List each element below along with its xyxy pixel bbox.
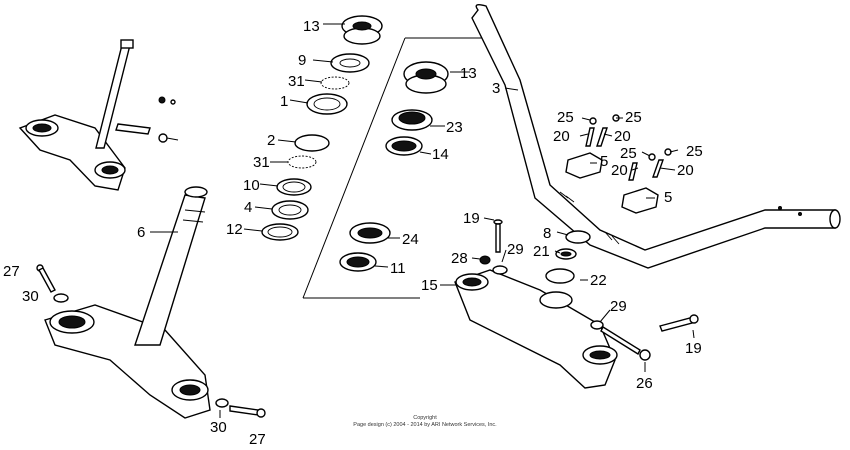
callout-19-top: 19 [463, 210, 480, 227]
callout-6: 6 [137, 224, 145, 241]
callout-24: 24 [402, 231, 419, 248]
small-steering-stem-assembly [18, 39, 179, 191]
callout-31-top: 31 [288, 73, 305, 90]
callout-27-left: 27 [3, 263, 20, 280]
upper-triple-clamp [454, 219, 699, 389]
callout-12: 12 [226, 221, 243, 238]
callout-20-c: 20 [677, 162, 694, 179]
callout-26: 26 [636, 375, 653, 392]
callout-5-top: 5 [600, 153, 608, 170]
callout-1: 1 [280, 93, 288, 110]
callout-22: 22 [590, 272, 607, 289]
callout-11: 11 [390, 260, 406, 277]
callout-13-top: 13 [303, 18, 320, 35]
callout-13-right: 13 [460, 65, 477, 82]
callout-14: 14 [432, 146, 449, 163]
callout-25-b: 25 [625, 109, 642, 126]
callout-25-a: 25 [557, 109, 574, 126]
callout-25-c: 25 [620, 145, 637, 162]
callout-8: 8 [543, 225, 551, 242]
callout-20-b: 20 [614, 128, 631, 145]
callout-20-a: 20 [553, 128, 570, 145]
callout-19-right: 19 [685, 340, 702, 357]
copyright-notice: Copyright Page design (c) 2004 - 2014 by… [353, 415, 497, 428]
callout-4: 4 [244, 199, 252, 216]
callout-30-left: 30 [22, 288, 39, 305]
callout-31-mid: 31 [253, 154, 270, 171]
callout-25-d: 25 [686, 143, 703, 160]
callout-5-bottom: 5 [664, 189, 672, 206]
callout-2: 2 [267, 132, 275, 149]
callout-15: 15 [421, 277, 438, 294]
bearing-stack-left [261, 15, 383, 241]
handlebar-clamps [565, 114, 672, 214]
callout-3: 3 [492, 80, 500, 97]
callout-21: 21 [533, 243, 550, 260]
callout-10: 10 [243, 177, 260, 194]
callout-23: 23 [446, 119, 463, 136]
callout-9: 9 [298, 52, 306, 69]
copyright-line-2: Page design (c) 2004 - 2014 by ARI Netwo… [353, 422, 497, 428]
steering-stem [36, 186, 266, 419]
copyright-line-1: Copyright [413, 415, 437, 421]
bearing-stack-right [302, 37, 485, 299]
callout-27-bottom: 27 [249, 431, 266, 448]
callout-20-d: 20 [611, 162, 628, 179]
callout-29-right: 29 [610, 298, 627, 315]
callout-28: 28 [451, 250, 468, 267]
handlebar [471, 3, 841, 269]
leader-lines [150, 23, 695, 418]
callout-30-bottom: 30 [210, 419, 227, 436]
callout-labels: 13 9 31 1 2 31 10 4 12 6 27 30 30 27 13 … [3, 18, 703, 448]
callout-29-top: 29 [507, 241, 524, 258]
